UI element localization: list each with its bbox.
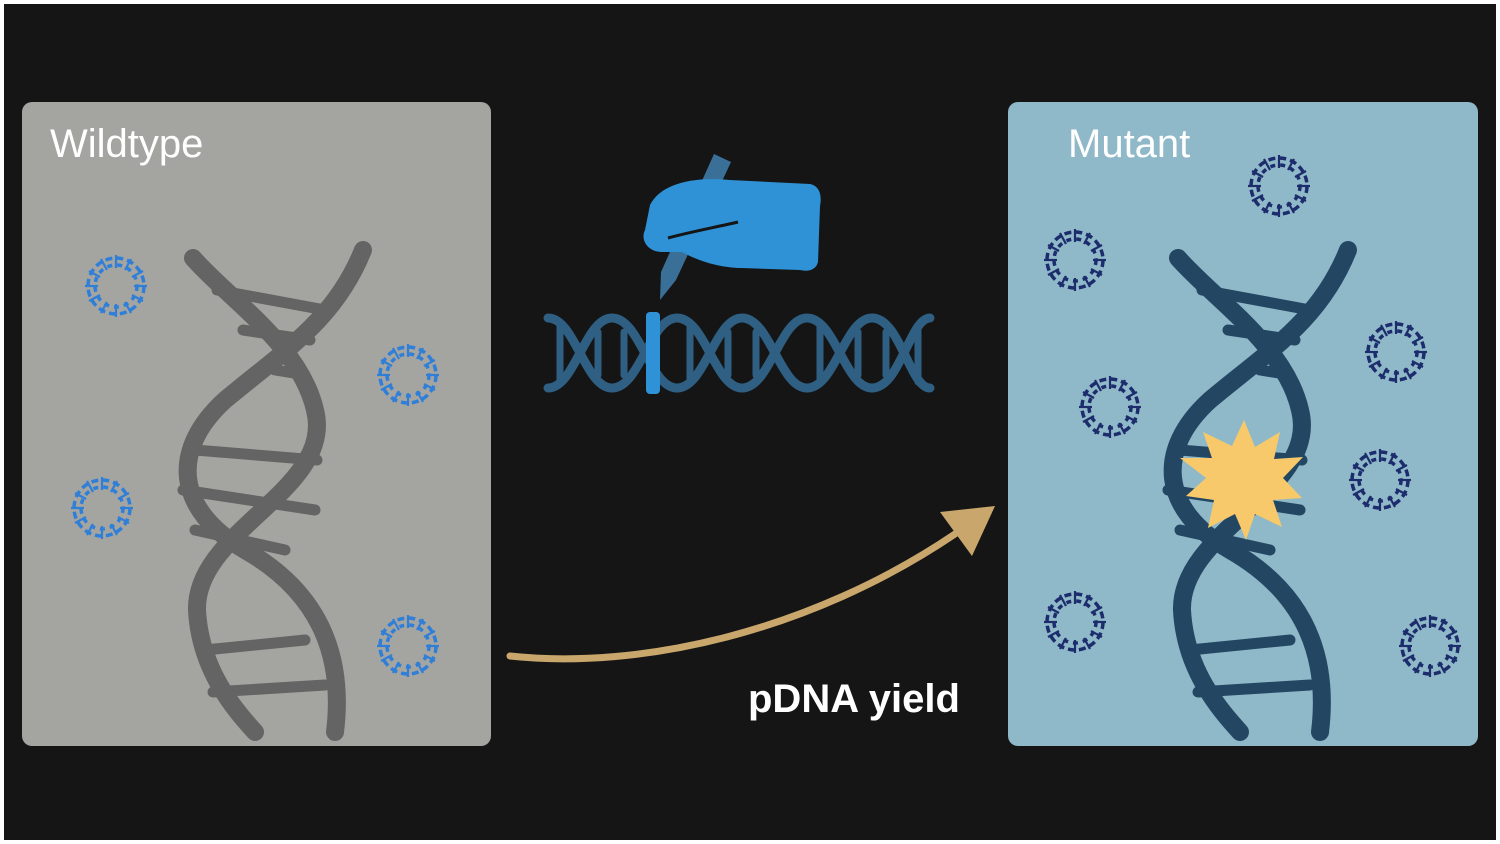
pdna-yield-caption: pDNA yield — [748, 677, 960, 721]
mutant-panel: Mutant — [1008, 102, 1478, 746]
finger-icon — [667, 220, 739, 240]
wildtype-panel: Wildtype — [22, 102, 491, 746]
mutant-title: Mutant — [1068, 122, 1190, 166]
curved-arrow-icon — [506, 506, 995, 663]
wildtype-panel-box — [22, 102, 491, 746]
hand-with-pen-editing-dna-icon — [543, 154, 935, 394]
edit-highlight-icon — [646, 312, 660, 394]
wildtype-title: Wildtype — [50, 122, 203, 166]
hand-icon — [643, 179, 821, 271]
edited-dna-strip-icon — [543, 313, 935, 393]
mutation-burst-icon — [1180, 420, 1303, 540]
